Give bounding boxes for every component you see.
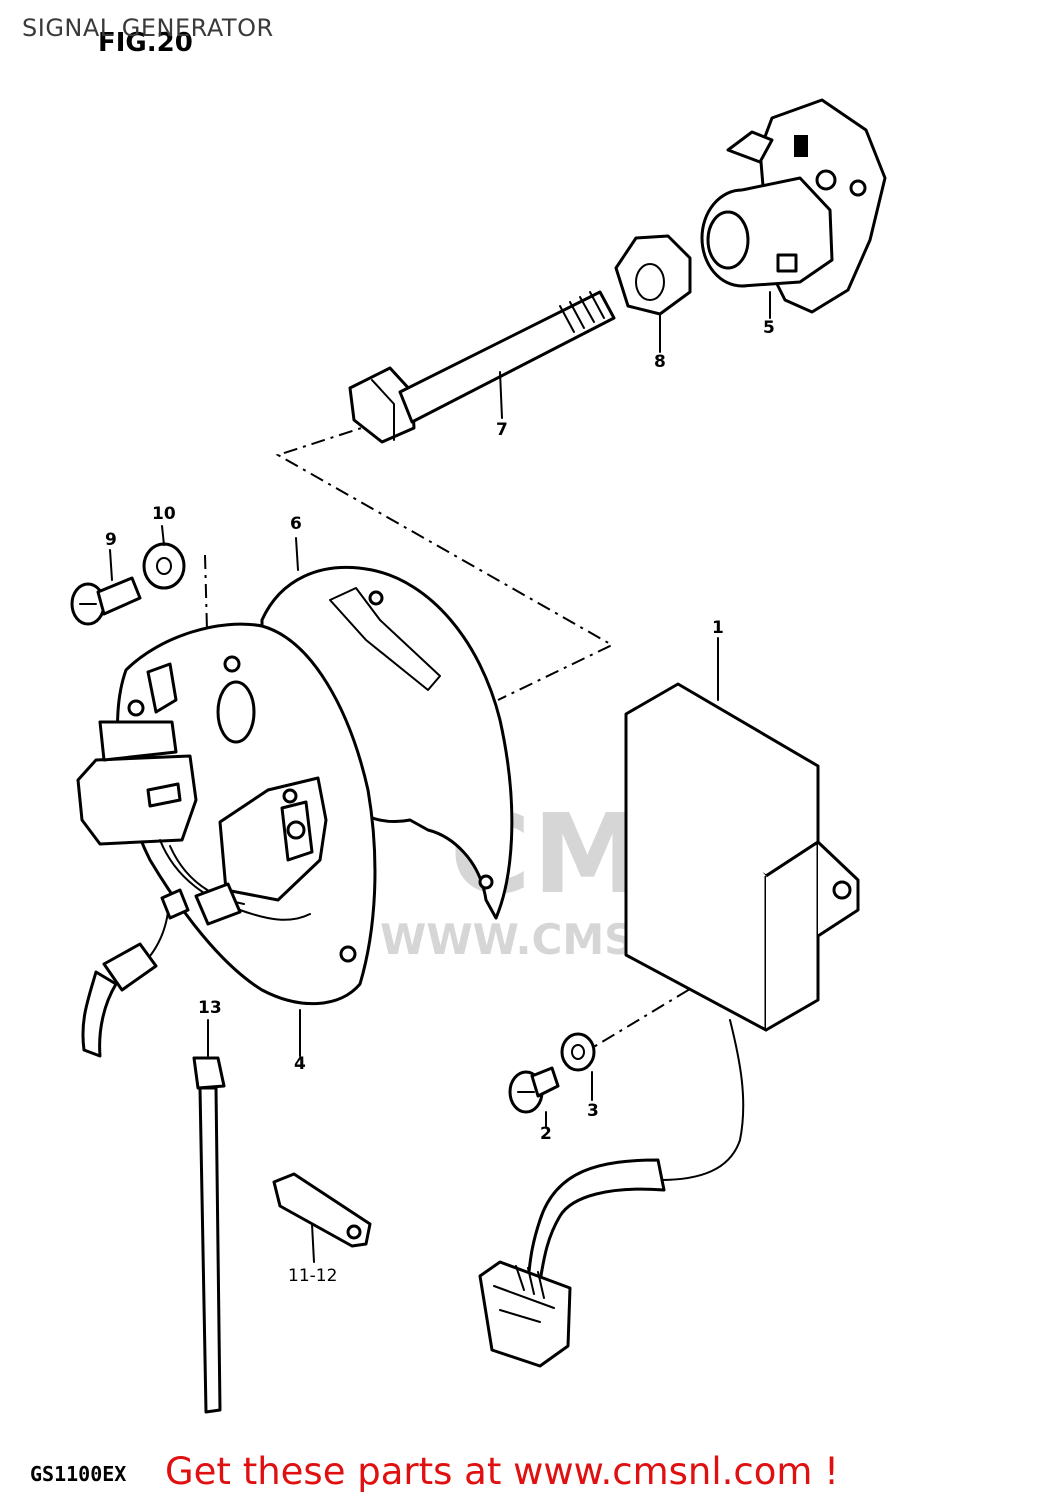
gasket-part (260, 565, 514, 920)
callout-7: 7 (496, 420, 508, 440)
assembly-line-bolt (275, 421, 615, 701)
callout-10: 10 (152, 504, 176, 524)
washer-right-part (560, 1032, 596, 1072)
screw-left-part (70, 576, 142, 626)
washer-left-part (142, 542, 186, 590)
callout-9: 9 (105, 530, 117, 550)
assembly-line-igniter (591, 899, 839, 1049)
leader-10 (161, 525, 165, 546)
callout-1: 1 (712, 618, 724, 638)
rotor-part (700, 98, 887, 314)
model-code: GS1100EX (30, 1462, 127, 1486)
bolt-part (348, 290, 616, 444)
leader-9 (109, 549, 113, 581)
callout-8: 8 (654, 352, 666, 372)
leader-11-12 (311, 1223, 315, 1263)
callout-5: 5 (763, 318, 775, 338)
callout-2: 2 (540, 1124, 552, 1144)
leader-7 (499, 371, 503, 419)
cable-tie-part (192, 1056, 226, 1414)
callout-11-12: 11-12 (288, 1266, 338, 1286)
clamp-part (272, 1172, 372, 1248)
screw-right-part (508, 1066, 560, 1114)
page-title: SIGNAL GENERATOR (22, 14, 274, 42)
promo-link[interactable]: Get these parts at www.cmsnl.com ! (165, 1450, 840, 1493)
figure-label: FIG.20 (98, 28, 193, 58)
callout-13: 13 (198, 998, 222, 1018)
generator-plate-part (76, 622, 377, 1058)
callout-3: 3 (587, 1101, 599, 1121)
callout-6: 6 (290, 514, 302, 534)
igniter-unit-part (478, 682, 860, 1368)
nut-part (614, 234, 692, 316)
callout-4: 4 (294, 1054, 306, 1074)
leader-6 (295, 537, 299, 571)
